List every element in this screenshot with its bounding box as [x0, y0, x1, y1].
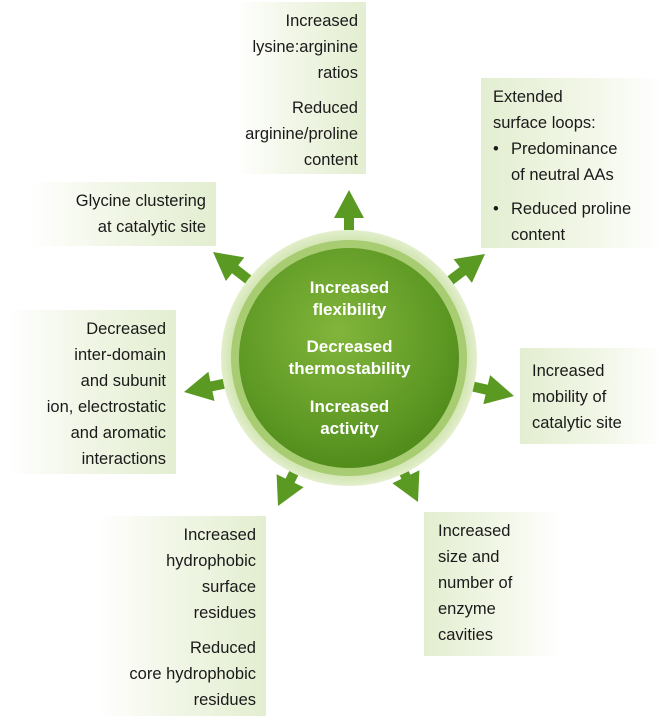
box-top: Increased lysine:arginine ratios Reduced…	[236, 2, 366, 174]
center-line: thermostability	[288, 359, 411, 378]
box-line: Increased	[285, 12, 358, 30]
bullet-item: • Predominance of neutral AAs	[493, 136, 663, 188]
center-label-thermostability: Decreased thermostability	[16, 336, 667, 380]
box-line: ratios	[317, 64, 358, 82]
box-line: core hydrophobic	[129, 665, 256, 683]
box-line: Increased	[183, 526, 256, 544]
box-line: Decreased	[86, 320, 166, 338]
box-line: Predominance	[511, 140, 618, 158]
box-line: residues	[193, 691, 256, 709]
box-line: and aromatic	[70, 424, 166, 442]
box-line: lysine:arginine	[252, 38, 358, 56]
box-line: Glycine clustering	[75, 192, 206, 210]
box-line: size and	[438, 548, 500, 566]
center-line: Increased	[309, 397, 390, 416]
box-line: of neutral AAs	[511, 166, 614, 184]
box-line: Extended	[493, 88, 563, 106]
center-label-flexibility: Increased flexibility	[16, 277, 667, 321]
bullet-dot: •	[493, 200, 499, 218]
box-line: Reduced proline	[511, 200, 632, 218]
box-line: surface	[201, 578, 256, 596]
box-line: interactions	[81, 450, 166, 468]
box-line: content	[303, 151, 358, 169]
center-circle	[239, 248, 459, 468]
box-line: Increased	[438, 522, 511, 540]
box-line: mobility of	[532, 388, 607, 406]
center-line: Increased	[309, 278, 390, 297]
box-bottom-left: Increased hydrophobic surface residues R…	[98, 516, 266, 716]
box-line: hydrophobic	[166, 552, 256, 570]
center-line: Decreased	[306, 337, 393, 356]
center-label-activity: Increased activity	[16, 396, 667, 440]
box-line: surface loops:	[493, 114, 596, 132]
box-line: at catalytic site	[97, 218, 206, 236]
center-line: flexibility	[312, 300, 387, 319]
box-line: arginine/proline	[245, 125, 358, 143]
box-top-left: Glycine clustering at catalytic site	[30, 182, 216, 246]
box-line: Reduced	[291, 99, 358, 117]
bullet-dot: •	[493, 140, 499, 158]
box-line: inter-domain	[74, 346, 166, 364]
box-bottom-right: Increased size and number of enzyme cavi…	[424, 512, 560, 656]
box-line: Increased	[532, 362, 605, 380]
box-line: cavities	[438, 626, 494, 644]
box-line: ion, electrostatic	[46, 398, 166, 416]
box-left: Decreased inter-domain and subunit ion, …	[8, 310, 176, 474]
box-line: Reduced	[189, 639, 256, 657]
box-line: catalytic site	[532, 414, 622, 432]
box-top-right: Extended surface loops: • Predominance o…	[481, 78, 663, 248]
center-line: activity	[320, 419, 379, 438]
box-line: and subunit	[80, 372, 166, 390]
box-right: Increased mobility of catalytic site	[520, 348, 663, 444]
bullet-item: • Reduced proline content	[493, 196, 663, 248]
box-line: residues	[193, 604, 256, 622]
box-line: number of	[438, 574, 513, 592]
arrow-top	[334, 190, 364, 258]
box-line: enzyme	[438, 600, 496, 618]
box-line: content	[511, 226, 566, 244]
